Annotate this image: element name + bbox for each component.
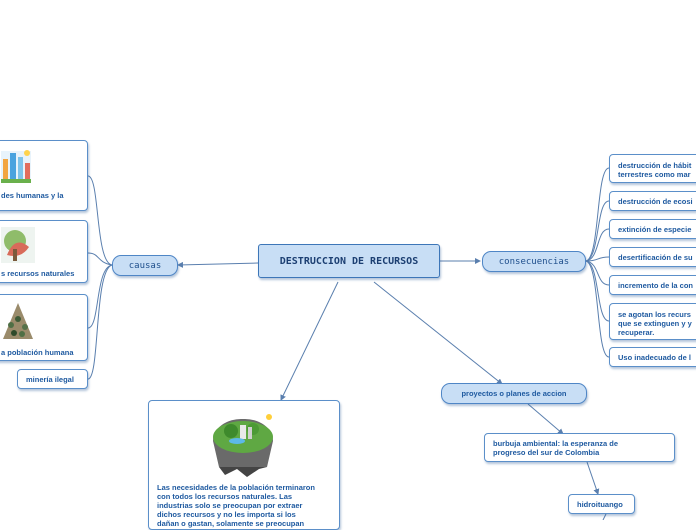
causas-node[interactable]: causas (112, 255, 178, 276)
consecuencias-node[interactable]: consecuencias (482, 251, 586, 272)
hidroituango-node[interactable]: hidroituango (568, 494, 635, 514)
causas-label: causas (128, 260, 162, 271)
crowd-illustration-icon (3, 303, 33, 339)
consecuencia-item-5-text: incremento de la con (618, 281, 694, 290)
consecuencia-item-4[interactable]: desertificación de su (609, 247, 696, 267)
causa-item-4[interactable]: minería ilegal (17, 369, 88, 389)
consecuencia-item-5[interactable]: incremento de la con (609, 275, 696, 295)
causa-item-3-text: a población humana (1, 348, 74, 357)
causa-item-2-text: s recursos naturales (1, 269, 75, 278)
earth-illustration-icon (212, 414, 274, 477)
consecuencia-item-1-text: destrucción de hábit terrestres como mar (618, 161, 692, 179)
causa-item-4-text: minería ilegal (26, 375, 74, 384)
consecuencia-item-2[interactable]: destrucción de ecosi (609, 191, 696, 211)
central-topic[interactable]: DESTRUCCION DE RECURSOS (258, 244, 440, 278)
deforestation-illustration-icon (1, 227, 35, 263)
consecuencia-item-7[interactable]: Uso inadecuado de l (609, 347, 696, 367)
causa-item-1-text: des humanas y la (1, 191, 64, 200)
causa-item-2[interactable]: s recursos naturales (0, 220, 88, 283)
consecuencia-item-7-text: Uso inadecuado de l (618, 353, 691, 362)
burbuja-ambiental-node[interactable]: burbuja ambiental: la esperanza de progr… (484, 433, 675, 462)
description-text: Las necesidades de la población terminar… (157, 483, 315, 528)
consecuencia-item-6-text: se agotan los recurs que se extinguen y … (618, 310, 692, 337)
proyectos-node[interactable]: proyectos o planes de accion (441, 383, 587, 404)
hidroituango-text: hidroituango (577, 500, 623, 509)
central-title: DESTRUCCION DE RECURSOS (279, 255, 419, 267)
consecuencia-item-4-text: desertificación de su (618, 253, 693, 262)
consecuencia-item-3-text: extinción de especie (618, 225, 692, 234)
description-node[interactable]: Las necesidades de la población terminar… (148, 400, 340, 530)
consecuencia-item-6[interactable]: se agotan los recurs que se extinguen y … (609, 303, 696, 340)
consecuencias-label: consecuencias (498, 256, 570, 267)
causa-item-1[interactable]: des humanas y la (0, 140, 88, 211)
proyectos-label: proyectos o planes de accion (461, 389, 567, 398)
burbuja-ambiental-text: burbuja ambiental: la esperanza de progr… (493, 439, 619, 457)
consecuencia-item-1[interactable]: destrucción de hábit terrestres como mar (609, 154, 696, 183)
consecuencia-item-2-text: destrucción de ecosi (618, 197, 693, 206)
causa-item-3[interactable]: a población humana (0, 294, 88, 361)
city-illustration-icon (1, 150, 31, 183)
consecuencia-item-3[interactable]: extinción de especie (609, 219, 696, 239)
